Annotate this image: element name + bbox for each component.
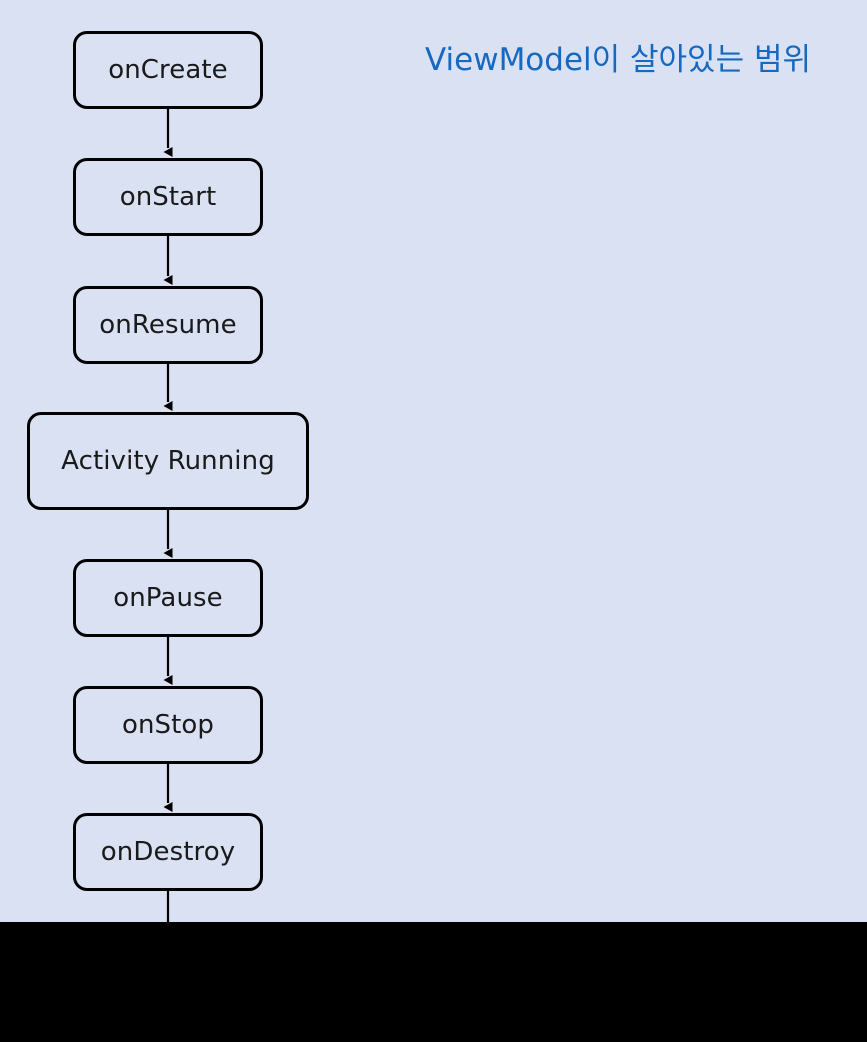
node-oncreate[interactable]: onCreate — [73, 31, 263, 109]
node-onresume[interactable]: onResume — [73, 286, 263, 364]
node-onstart[interactable]: onStart — [73, 158, 263, 236]
node-onpause-label: onPause — [113, 583, 223, 613]
node-activity-running[interactable]: Activity Running — [27, 412, 309, 510]
node-onresume-label: onResume — [99, 310, 237, 340]
node-oncreate-label: onCreate — [108, 55, 228, 85]
viewmodel-scope-annotation: ViewModel이 살아있는 범위 — [425, 42, 811, 78]
node-onstart-label: onStart — [119, 182, 217, 212]
bottom-black-band — [0, 922, 867, 1042]
node-onpause[interactable]: onPause — [73, 559, 263, 637]
node-ondestroy-label: onDestroy — [100, 837, 236, 867]
node-ondestroy[interactable]: onDestroy — [73, 813, 263, 891]
node-onstop-label: onStop — [121, 710, 215, 740]
node-activity-running-label: Activity Running — [61, 446, 275, 476]
node-onstop[interactable]: onStop — [73, 686, 263, 764]
